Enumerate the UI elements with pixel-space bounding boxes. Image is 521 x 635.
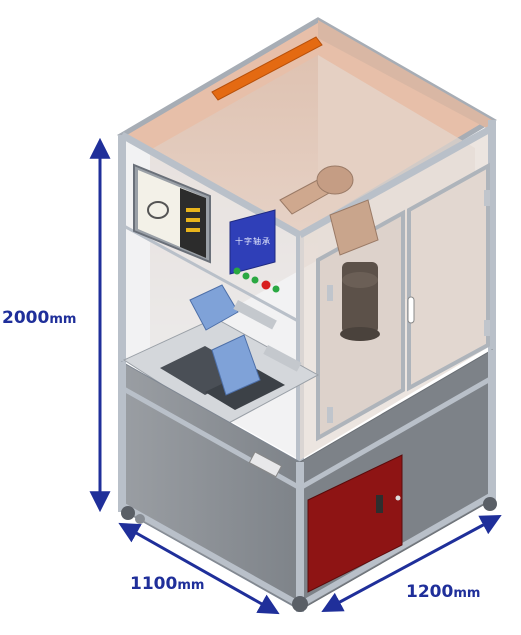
green-button[interactable] [272,285,280,293]
caster-wheel [121,506,135,520]
operator-panel-label: 十字轴承 [235,237,271,246]
depth-unit: mm [177,578,205,593]
lock-knob[interactable] [395,495,401,501]
width-dimension-arrow [321,515,502,612]
green-button[interactable] [251,276,259,284]
door-lock[interactable] [376,495,383,513]
caster-wheel [292,596,308,612]
green-button[interactable] [233,267,241,275]
caster-wheel [483,497,497,511]
hinge [484,320,490,336]
linear-rail [263,344,302,372]
operator-panel [229,209,280,293]
hmi-touchscreen[interactable] [133,163,211,264]
io-connector [248,451,283,478]
height-dimension-label: 2000mm [2,308,76,328]
caster-wheel [135,514,145,524]
emergency-stop-button[interactable] [261,280,271,290]
height-unit: mm [49,312,77,327]
height-value: 2000 [2,308,50,328]
width-unit: mm [453,586,481,601]
work-table [122,284,320,426]
warning-light-bar [211,36,323,101]
depth-dimension-label: 1100mm [130,574,204,594]
hinge [327,285,333,301]
width-value: 1200 [406,582,454,602]
hinge [327,407,333,423]
depth-dimension-arrow [118,522,280,615]
green-button[interactable] [242,272,250,280]
caster-wheels [121,497,497,612]
fixture [189,284,239,331]
right-door[interactable] [407,162,490,392]
width-dimension-label: 1200mm [406,582,480,602]
door-handle[interactable] [407,296,415,324]
linear-rail [233,300,277,330]
depth-value: 1100 [130,574,178,594]
scara-robot [279,165,380,341]
light-bar [0,0,10,10]
hinge [484,190,490,206]
fixture [211,334,261,396]
